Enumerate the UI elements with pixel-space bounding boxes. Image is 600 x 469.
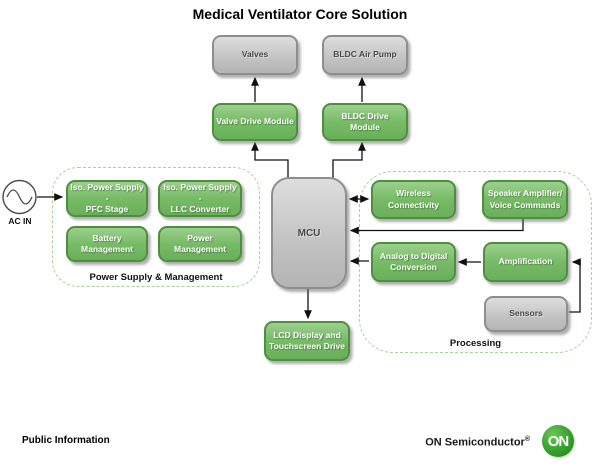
- ac-sine-icon: [6, 189, 33, 205]
- power-supply-group-label: Power Supply & Management: [89, 272, 223, 283]
- block-amplification: Amplification: [483, 242, 568, 282]
- logo-text: ON: [547, 432, 569, 450]
- block-bldc-drive-module: BLDC Drive Module: [322, 103, 408, 141]
- registered-mark: ®: [524, 436, 530, 443]
- processing-group-label: Processing: [449, 338, 502, 349]
- block-iso-power-supply-llc: Iso. Power Supply - LLC Converter: [158, 180, 242, 217]
- block-mcu: MCU: [271, 177, 347, 289]
- block-valves: Valves: [212, 35, 298, 75]
- arrow-mcu-to-valvedrive: [251, 141, 289, 178]
- block-bldc-air-pump: BLDC Air Pump: [322, 35, 408, 75]
- block-lcd-touchscreen: LCD Display and Touchscreen Drive: [264, 321, 350, 361]
- brand-name: ON Semiconductor®: [380, 436, 530, 449]
- block-valve-drive-module: Valve Drive Module: [212, 103, 298, 141]
- block-battery-management: Battery Management: [66, 226, 148, 262]
- block-power-management: Power Management: [158, 226, 242, 262]
- brand-text: ON Semiconductor: [425, 436, 525, 449]
- public-information-label: Public Information: [22, 435, 110, 446]
- arrow-sensors-to-amplification: [569, 258, 581, 313]
- arrow-speaker-to-mcu: [349, 219, 524, 235]
- block-wireless-connectivity: Wireless Connectivity: [371, 180, 456, 219]
- block-iso-power-supply-pfc: Iso. Power Supply - PFC Stage: [66, 180, 148, 217]
- ac-in-label: AC IN: [8, 216, 32, 226]
- on-semiconductor-logo-icon: ON: [542, 425, 574, 457]
- block-analog-to-digital: Analog to Digital Conversion: [371, 242, 456, 282]
- block-speaker-amplifier: Speaker Amplifier/ Voice Commands: [482, 180, 568, 219]
- block-sensors: Sensors: [484, 296, 568, 332]
- arrow-mcu-to-bldcdrive: [332, 141, 366, 178]
- page-title: Medical Ventilator Core Solution: [192, 6, 408, 22]
